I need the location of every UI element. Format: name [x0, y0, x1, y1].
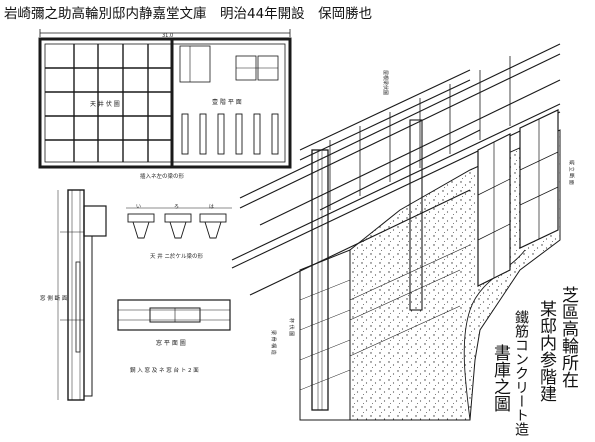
header-title: 岩崎彌之助高輪別邸内静嘉堂文庫 明治44年開設 保岡勝也 [4, 6, 373, 22]
wall-section [57, 189, 107, 401]
svg-text:は: は [209, 204, 214, 210]
header: 岩崎彌之助高輪別邸内静嘉堂文庫 明治44年開設 保岡勝也 [0, 0, 595, 22]
drawing-title-col-1: 芝區高輪所在 [558, 286, 578, 388]
svg-text:31.0: 31.0 [162, 33, 173, 39]
window-plan [117, 299, 231, 331]
axon-window [477, 109, 559, 287]
svg-text:天 井 伏 圖: 天 井 伏 圖 [90, 100, 120, 108]
drawing-title-col-3: 鐵筋コンクリート造 [513, 310, 529, 436]
window-plan-label: 窓 平 面 圖 [156, 339, 186, 347]
beam-labels: 天 井 ニ於ケル梁の形 い ろ は [136, 204, 214, 260]
svg-text:天 井 ニ於ケル梁の形: 天 井 ニ於ケル梁の形 [150, 252, 203, 260]
svg-text:い: い [136, 204, 141, 210]
svg-text:梁 骨 構 造: 梁 骨 構 造 [270, 330, 277, 355]
svg-text:壹 階 平 面: 壹 階 平 面 [212, 98, 242, 106]
svg-text:插入ネ左の梁の形: 插入ネ左の梁の形 [140, 172, 185, 180]
svg-text:ろ: ろ [174, 204, 179, 210]
drawing-title-col-4: 書庫之圖 [490, 344, 510, 412]
drawing-title-col-2: 某邸内参階建 [536, 300, 556, 402]
plan-labels: 天 井 伏 圖 壹 階 平 面 插入ネ左の梁の形 31.0 [90, 33, 242, 180]
window-detail-label: 鋼 入 窓 及 ネ 窓 台 ト 2 面 [130, 366, 199, 374]
svg-text:屋根梁伏圖: 屋根梁伏圖 [382, 70, 389, 95]
section-label: 窓 側 斷 面 [40, 294, 68, 302]
svg-text:杯 伏 圖: 杯 伏 圖 [288, 318, 295, 336]
beam-details [126, 207, 232, 239]
axon-labels: 屋根梁伏圖 縦 立 斷 面 梁 骨 構 造 杯 伏 圖 [270, 70, 575, 355]
svg-text:縦 立 斷 面: 縦 立 斷 面 [568, 160, 575, 185]
axonometric-view [231, 43, 561, 421]
floor-plan [38, 29, 292, 169]
